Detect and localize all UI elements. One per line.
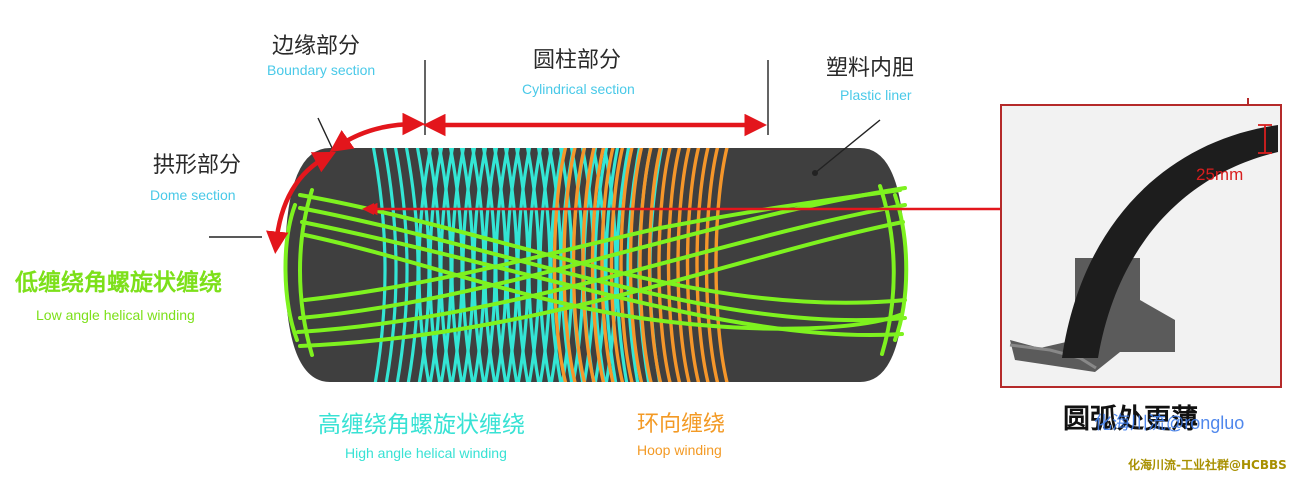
hoop-ring	[695, 148, 713, 382]
detail-pointer-head	[362, 203, 374, 215]
hoop-ring	[609, 148, 627, 382]
cylindrical-section-label-zh: 圆柱部分	[533, 48, 622, 73]
hoop-ring	[552, 148, 570, 382]
low-angle-strand	[878, 184, 896, 356]
dome-section-label-en: Dome section	[150, 187, 236, 203]
high-angle-winding-label-en: High angle helical winding	[345, 445, 507, 461]
hoop-ring	[638, 148, 656, 382]
liner-pointer-dot	[812, 170, 818, 176]
boundary-section-label-en: Boundary section	[267, 62, 376, 78]
hoop-winding-label-en: Hoop winding	[637, 442, 722, 458]
hoop-ring	[600, 148, 618, 382]
low-angle-strand	[298, 193, 907, 305]
inset-caption: 圆弧处更薄	[1063, 404, 1198, 435]
hoop-ring	[628, 148, 646, 382]
low-angle-strand	[893, 193, 909, 342]
low-angle-strand	[296, 203, 907, 334]
hoop-winding-label-zh: 环向缠绕	[637, 412, 726, 437]
high-angle-winding-label-zh: 高缠绕角螺旋状缠绕	[318, 412, 525, 438]
plastic-liner-label-zh: 塑料内胆	[826, 56, 915, 81]
high-angle-strand	[502, 148, 519, 382]
hoop-ring	[685, 148, 703, 382]
overlay-watermark: 化海川流@rongluo	[1094, 413, 1245, 433]
high-angle-strand	[392, 148, 409, 382]
high-angle-strand	[513, 148, 530, 382]
boundary-section-label-zh: 边缘部分	[272, 34, 361, 59]
dome-span-arrow	[266, 151, 336, 254]
low-angle-strand	[300, 220, 904, 338]
high-angle-strand	[535, 148, 552, 382]
low-angle-winding-label-en: Low angle helical winding	[36, 307, 195, 323]
hoop-ring	[704, 148, 722, 382]
high-angle-strand	[370, 148, 387, 382]
hoop-ring	[666, 148, 684, 382]
section-arrows	[266, 112, 767, 254]
boundary-span-arrow	[329, 112, 425, 153]
high-angle-strand	[458, 148, 475, 382]
wall-thickness-inset	[1000, 98, 1282, 388]
hoop-ring	[676, 148, 694, 382]
high-angle-helical-winding	[370, 148, 665, 382]
high-angle-strand	[425, 148, 442, 382]
cylindrical-section-label-en: Cylindrical section	[522, 81, 635, 97]
plastic-liner-label-en: Plastic liner	[840, 87, 912, 103]
footer-watermark: 化海川流-工业社群@HCBBS	[1128, 458, 1287, 472]
hoop-ring	[619, 148, 637, 382]
high-angle-strand	[381, 148, 398, 382]
low-angle-strand	[298, 220, 905, 348]
hoop-ring	[714, 148, 732, 382]
low-angle-strand	[303, 233, 902, 331]
low-angle-strand	[298, 206, 907, 323]
low-angle-strand	[298, 186, 907, 320]
dome-section-label-zh: 拱形部分	[153, 153, 242, 178]
low-angle-helical-winding	[283, 184, 909, 357]
high-angle-strand	[436, 148, 453, 382]
high-angle-strand	[414, 148, 431, 382]
hoop-ring	[562, 148, 580, 382]
low-angle-winding-label-zh: 低缠绕角螺旋状缠绕	[15, 270, 222, 296]
high-angle-strand	[447, 148, 464, 382]
wall-thickness-dimension: 25mm	[1196, 165, 1244, 184]
low-angle-strand	[303, 188, 902, 302]
high-angle-strand	[546, 148, 563, 382]
